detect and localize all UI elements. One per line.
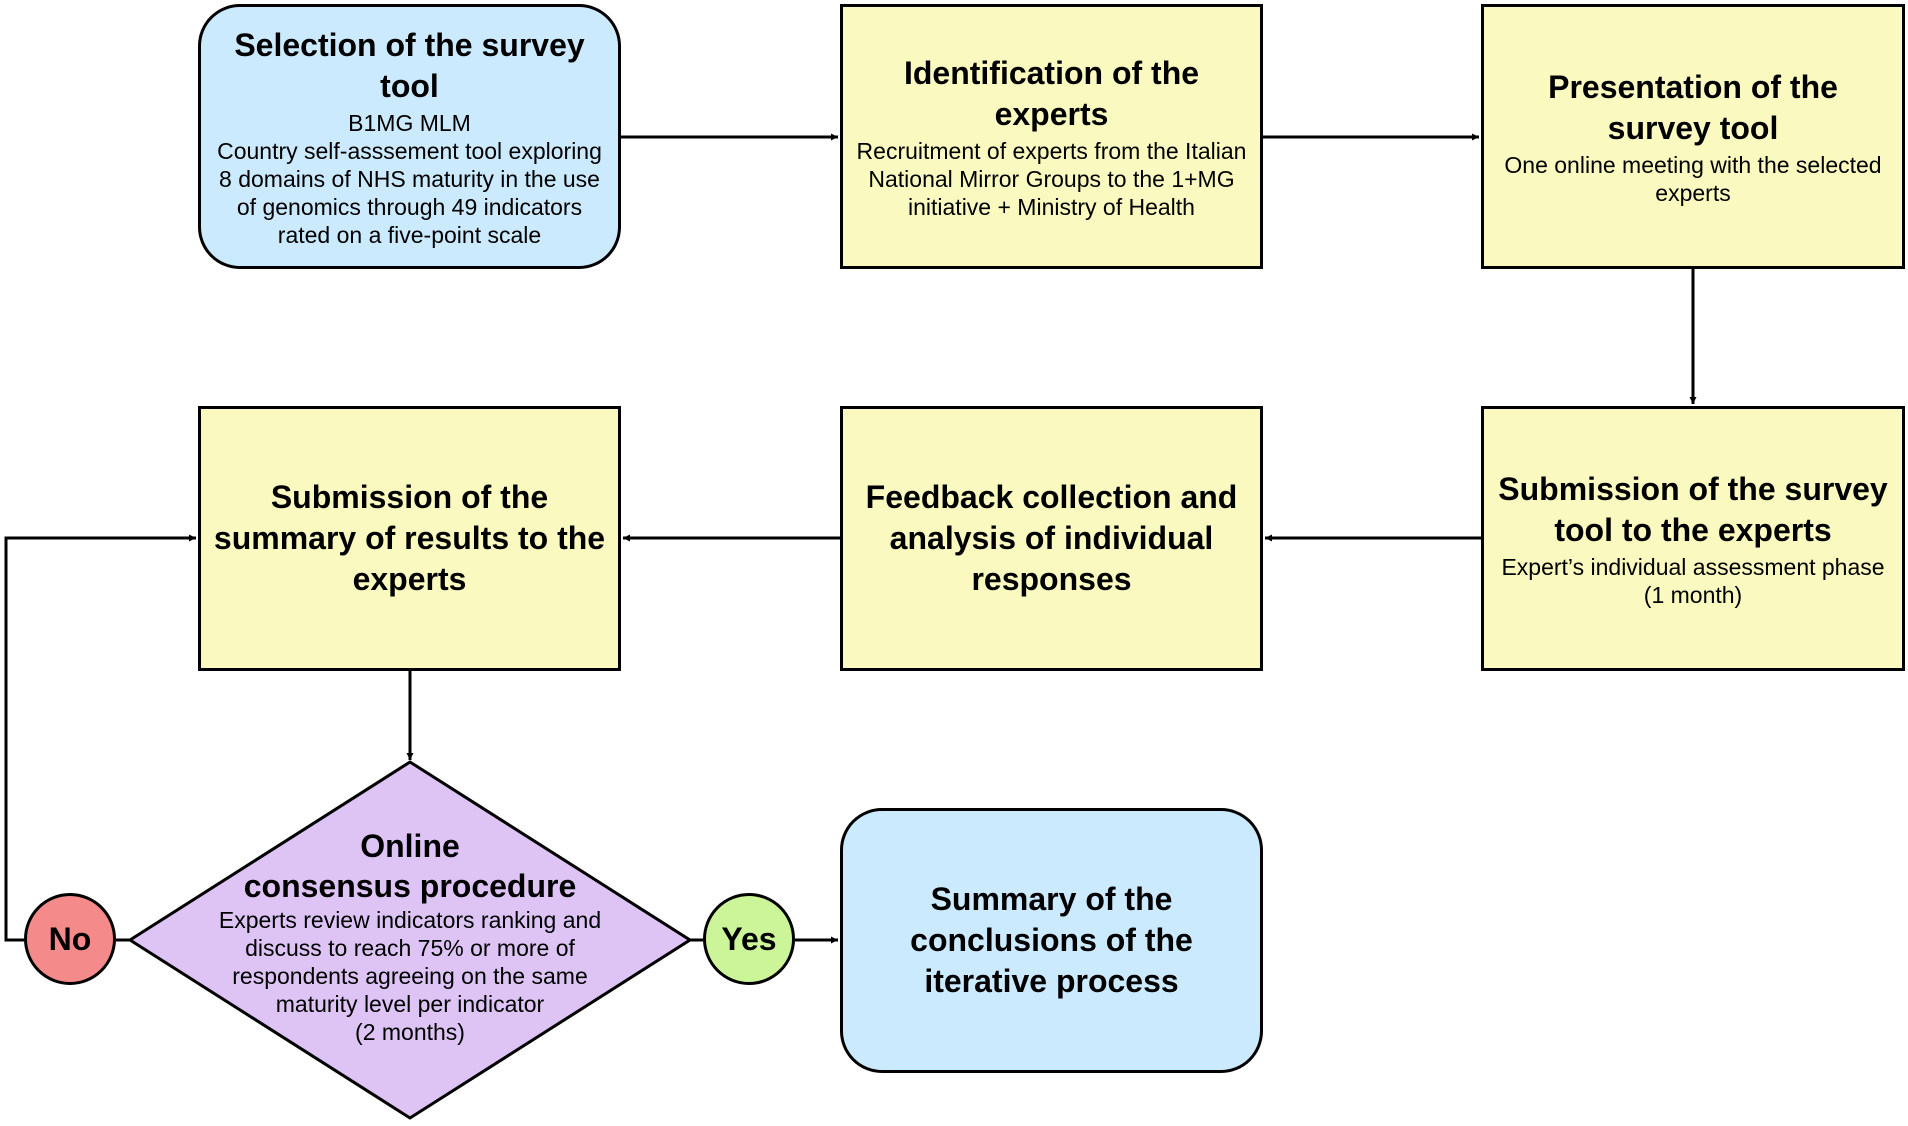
node-title-line1: Online (360, 828, 460, 864)
node-title: Identification of the experts (903, 54, 1200, 132)
node-duration: (2 months) (355, 1019, 465, 1045)
node-duration: (1 month) (1643, 581, 1743, 608)
node-title: Presentation of the survey tool (1548, 68, 1838, 146)
no-decision-badge: No (24, 893, 116, 985)
node-description: Country self-asssement tool exploring 8 … (217, 137, 602, 248)
consensus-procedure-node: Online consensus procedure Experts revie… (200, 826, 620, 1046)
submission-survey-tool-node: Submission of the survey tool to the exp… (1481, 406, 1905, 671)
identification-experts-node: Identification of the experts Recruitmen… (840, 4, 1263, 269)
feedback-collection-node: Feedback collection and analysis of indi… (840, 406, 1263, 671)
selection-survey-tool-node: Selection of the survey tool B1MG MLM Co… (198, 4, 621, 269)
node-title: Summary of the conclusions of the iterat… (910, 881, 1193, 999)
node-description: Expert’s individual assessment phase (1501, 553, 1885, 580)
node-title: Feedback collection and analysis of indi… (865, 479, 1238, 597)
node-title: Submission of the summary of results to … (213, 479, 606, 597)
arrow-no-loop-back (4, 534, 196, 942)
conclusions-summary-node: Summary of the conclusions of the iterat… (840, 808, 1263, 1073)
presentation-survey-tool-node: Presentation of the survey tool One onli… (1481, 4, 1905, 269)
node-subtitle: B1MG MLM (348, 109, 471, 136)
node-title: Selection of the survey tool (234, 26, 585, 104)
node-title: Submission of the survey tool to the exp… (1498, 470, 1888, 548)
node-description: One online meeting with the selected exp… (1504, 151, 1882, 206)
submission-summary-node: Submission of the summary of results to … (198, 406, 621, 671)
node-title-line2: consensus procedure (243, 868, 577, 904)
consensus-decision-diamond (127, 760, 693, 1120)
node-description: Experts review indicators ranking and di… (218, 907, 602, 1017)
yes-decision-badge: Yes (703, 893, 795, 985)
node-description: Recruitment of experts from the Italian … (856, 137, 1247, 220)
